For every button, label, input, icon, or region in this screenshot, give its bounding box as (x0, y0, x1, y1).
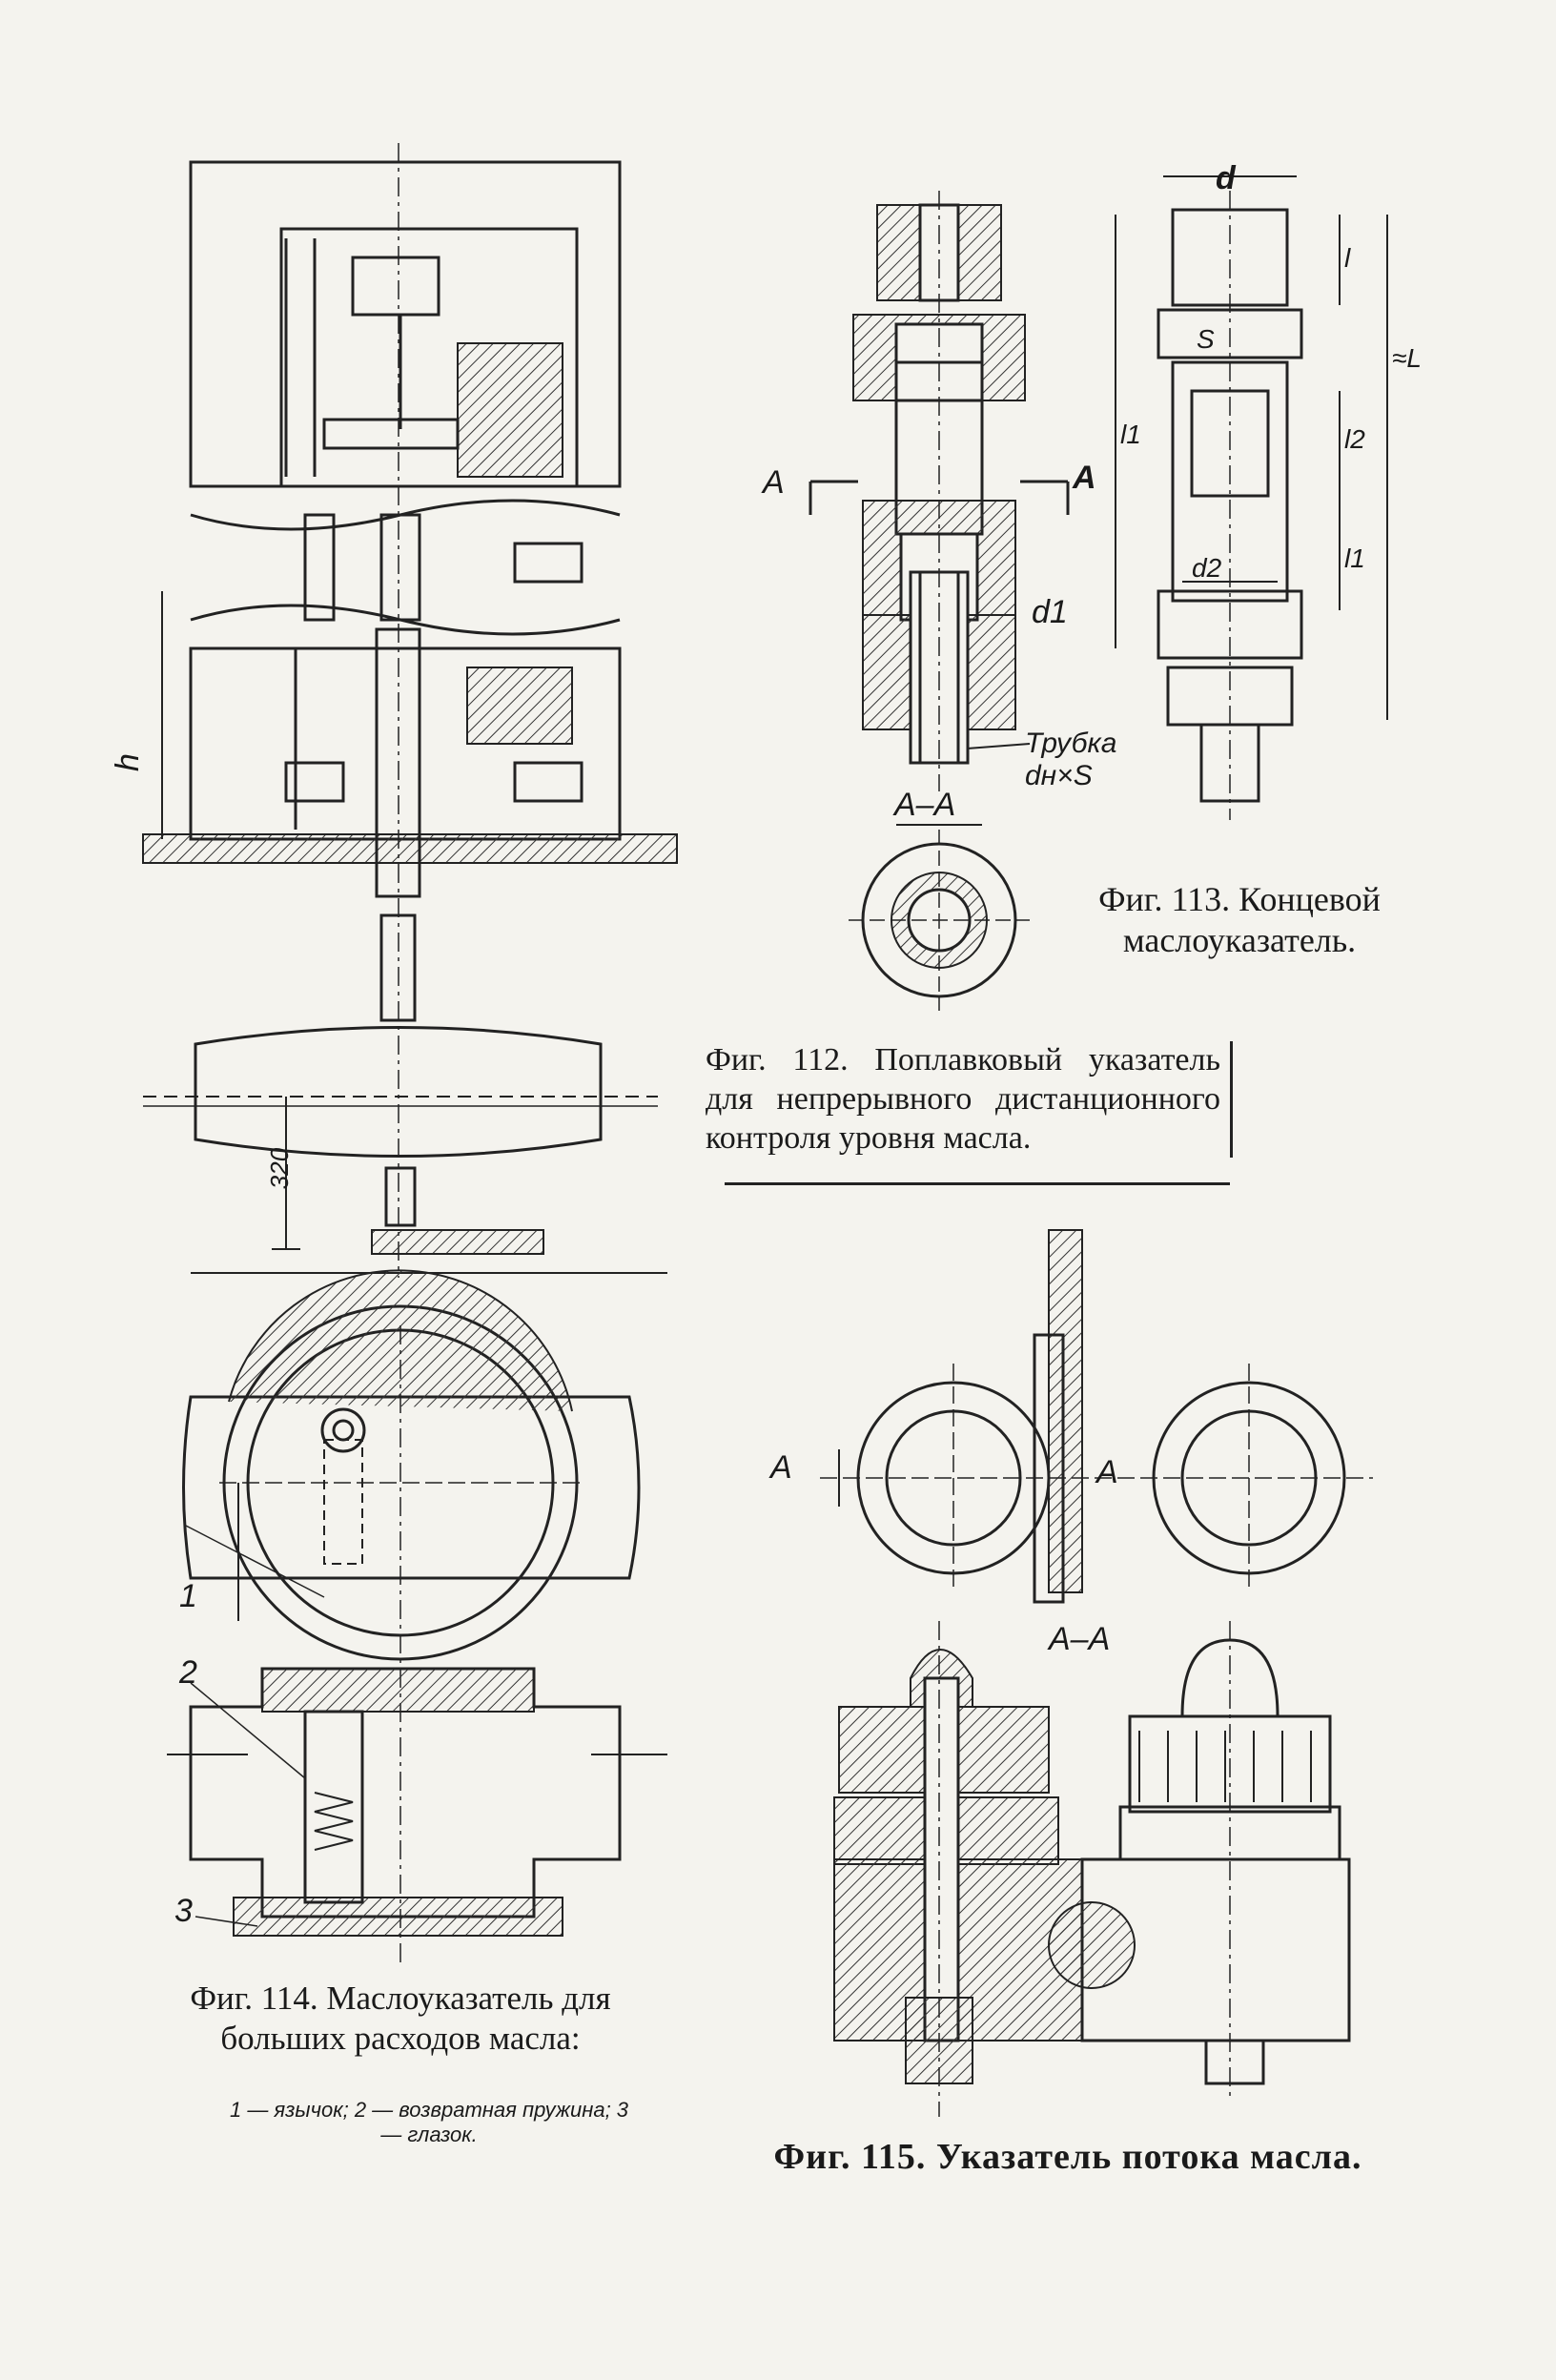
fig114-callout-2: 2 (179, 1654, 197, 1691)
fig112-drawing (142, 143, 678, 1278)
fig115-section-mark-left: A (770, 1449, 792, 1486)
fig113-outside-drawing (1115, 175, 1388, 820)
fig113-label-d2: d2 (1192, 553, 1222, 583)
fig114-callout-1: 1 (179, 1578, 197, 1614)
fig114-callout-3: 3 (174, 1893, 193, 1929)
fig114-drawing (167, 1269, 667, 1964)
fig115-section-aa: A–A (1049, 1621, 1111, 1657)
fig113-caption: Фиг. 113. Концевой маслоуказатель. (1098, 880, 1381, 960)
fig113-label-L: ≈L (1392, 343, 1422, 373)
fig113-section-mark-left: A (763, 464, 785, 501)
fig113-label-l1-right: l1 (1344, 544, 1365, 573)
fig113-label-l2: l2 (1344, 424, 1365, 454)
fig113-label-d: d (1216, 160, 1236, 196)
fig112-caption-rule (725, 1182, 1230, 1185)
fig113-tube-label: Трубка (1025, 728, 1117, 759)
fig113-label-d1: d1 (1032, 594, 1068, 630)
fig113-label-S: S (1197, 324, 1215, 354)
fig115-caption: Фиг. 115. Указатель потока масла. (773, 2137, 1362, 2177)
fig115-drawing (820, 1229, 1373, 2117)
fig113-section-mark-right: A (1073, 460, 1096, 496)
fig113-section-aa: A–A (894, 787, 956, 823)
fig113-tube-dims: dн×S (1025, 760, 1093, 791)
fig112-dim-320: 320 (265, 1147, 295, 1190)
fig113-label-l: l (1344, 243, 1351, 273)
fig112-caption: Фиг. 112. Поплавковый указатель для непр… (706, 1041, 1233, 1159)
fig113-label-l1-left: l1 (1120, 420, 1141, 449)
fig114-legend: 1 — язычок; 2 — возвратная пружина; 3 — … (229, 2098, 629, 2147)
fig115-section-mark-right: A (1096, 1454, 1118, 1490)
fig113-section-drawing (809, 191, 1070, 1011)
fig112-dim-h: h (109, 753, 146, 771)
fig114-caption: Фиг. 114. Маслоуказатель для больших рас… (190, 1980, 611, 2057)
